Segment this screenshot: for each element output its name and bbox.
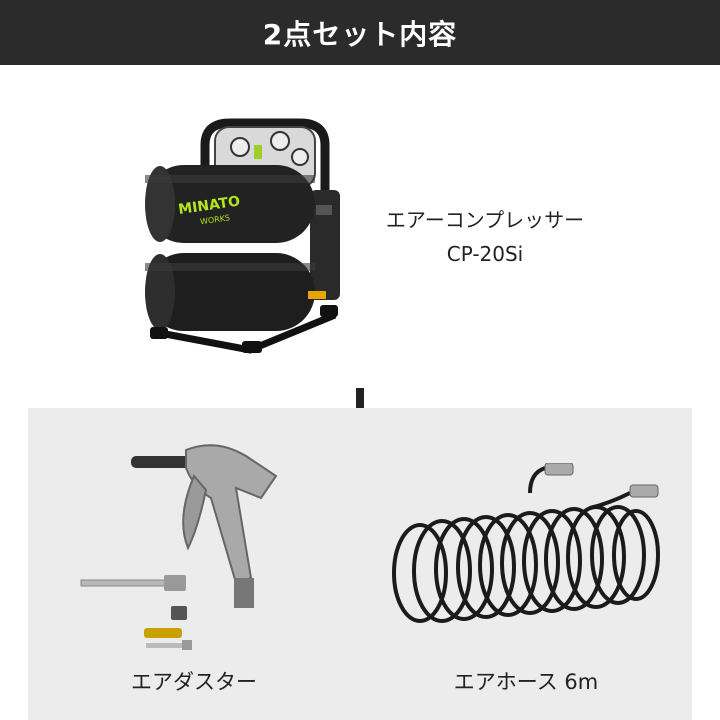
- header-bar: 2点セット内容: [0, 0, 720, 65]
- page-title: 2点セット内容: [262, 17, 458, 51]
- product-model: CP-20Si: [446, 242, 524, 266]
- svg-text:WORKS: WORKS: [200, 213, 231, 226]
- air-compressor-image: MINATO WORKS: [145, 118, 340, 354]
- accessories-panel: エアダスター エアホース 6m: [28, 408, 692, 720]
- accessory-air-duster: エアダスター: [28, 408, 360, 720]
- main-product-section: MINATO WORKS エアーコンプレッサー CP-20Si: [0, 65, 720, 395]
- accessory-label-hose: エアホース 6m: [453, 670, 599, 694]
- air-hose-image: [392, 463, 660, 623]
- accessory-air-hose: エアホース 6m: [360, 408, 692, 720]
- accessory-label-duster: エアダスター: [131, 670, 257, 694]
- air-duster-image: [80, 444, 278, 650]
- main-product-label: エアーコンプレッサー CP-20Si: [355, 203, 615, 271]
- product-name: エアーコンプレッサー: [385, 208, 585, 232]
